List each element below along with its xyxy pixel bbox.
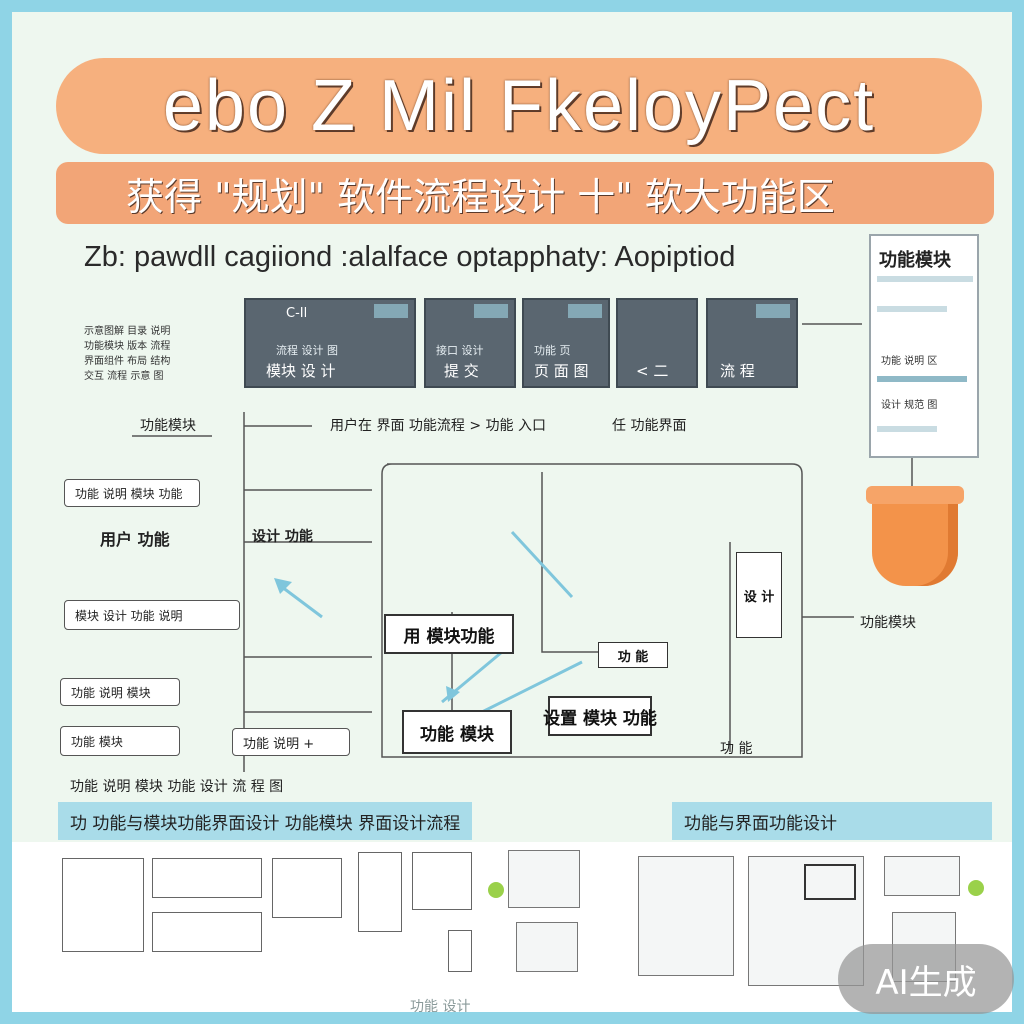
flow-node: 设置 模块 功能 [543,696,657,736]
screen-card-label: 模块 设 计 [266,362,336,380]
ai-generated-badge: AI生成 [838,944,1014,1014]
wireframe-box [448,930,472,972]
phone-row: 设计 规范 图 [881,400,938,411]
connector-line [541,472,632,653]
cup-illustration [872,494,958,586]
screen-card-mid: 功能 页 [534,344,571,357]
note-line: 界面组件 布局 结构 [84,356,171,367]
arrowhead [274,578,292,594]
wireframe-box [358,852,402,932]
flow-node: 用 模块功能 [384,614,514,654]
screen-stripe [474,304,508,318]
wireframe-box [804,864,856,900]
wireframe-panel [516,922,578,972]
notes-list: 示意图解 目录 说明 功能模块 版本 流程 界面组件 布局 结构 交互 流程 示… [84,324,194,384]
side-box: 功能 说明 模块 功能 [64,479,200,507]
arrow-line [481,660,583,714]
phone-mockup: 功能模块 功能 说明 区 设计 规范 图 [869,234,979,458]
flow-label: 用户 功能 [100,530,170,549]
screen-card-label: 页 面 图 [534,362,589,380]
small-box: 功能 说明 + [232,728,350,756]
flow-label: 功能模块 [140,418,196,434]
screen-card: 接口 设计 提 交 [424,298,516,388]
connector-lines [132,323,913,772]
screen-stripe [374,304,408,318]
title-banner: ebo Z Mil FkeloyPect [56,58,982,154]
wireframe-panel [884,856,960,896]
screen-card: 功能 页 页 面 图 [522,298,610,388]
screen-card-label: 提 交 [444,362,479,380]
phone-row: 功能 说明 区 [881,356,938,367]
screen-stripe [756,304,790,318]
wireframe-box [62,858,144,952]
screen-card: C-Il 流程 设计 图 模块 设 计 [244,298,416,388]
note-line: 示意图解 目录 说明 [84,326,171,337]
status-dot [968,880,984,896]
side-box: 功能 模块 [60,726,180,756]
status-dot [488,882,504,898]
wireframe-box [272,858,342,918]
screen-card-label: 流 程 [720,362,755,380]
phone-bar [877,276,973,282]
phone-bar [877,376,967,382]
screen-card-mid: 接口 设计 [436,344,484,357]
flow-label: 设计 功能 [252,529,313,545]
wireframe-panel [638,856,734,976]
arrow-line [510,530,574,599]
screen-card: < 二 [616,298,698,388]
page-title: ebo Z Mil FkeloyPect [162,66,876,146]
phone-bar [877,426,937,432]
phone-bar [877,306,947,312]
note-line: 功能模块 版本 流程 [84,341,171,352]
flow-label: 用户在 界面 功能流程 > 功能 入口 [330,418,546,434]
footer-text: 功能 设计 [410,999,471,1015]
section-bar-left: 功 功能与模块功能界面设计 功能模块 界面设计流程 [58,802,472,840]
screen-card-label: < 二 [636,362,669,380]
screen-card: 流 程 [706,298,798,388]
phone-title: 功能模块 [879,250,951,271]
arrow-line [281,585,323,619]
screen-stripe [568,304,602,318]
subtitle: 获得 "规划" 软件流程设计 十" 软大功能区 [126,174,835,219]
screen-card-mid: 流程 设计 图 [276,344,338,357]
flow-label: 任 功能界面 [612,418,687,434]
screen-card-top: C-Il [286,306,308,321]
side-box: 模块 设计 功能 说明 [64,600,240,630]
flow-node: 功 能 [598,642,668,668]
wireframe-panel [508,850,580,908]
flow-label: 功能模块 [860,615,916,631]
footnote: 功能 说明 模块 功能 设计 流 程 图 [70,779,284,795]
side-box: 功能 说明 模块 [60,678,180,706]
flow-node: 设 计 [736,552,782,638]
cup-rim [866,486,964,504]
arrowhead [446,686,460,702]
wireframe-box [152,912,262,952]
subtitle-banner: 获得 "规划" 软件流程设计 十" 软大功能区 [56,162,994,224]
section-heading: Zb: pawdll cagiiond :alalface optapphaty… [84,241,736,273]
wireframe-box [412,852,472,910]
flow-node: 功能 模块 [402,710,512,754]
wireframe-box [152,858,262,898]
section-bar-right: 功能与界面功能设计 [672,802,992,840]
note-line: 交互 流程 示意 图 [84,371,164,382]
flow-frame [381,463,803,758]
flow-label: 功 能 [720,741,753,757]
